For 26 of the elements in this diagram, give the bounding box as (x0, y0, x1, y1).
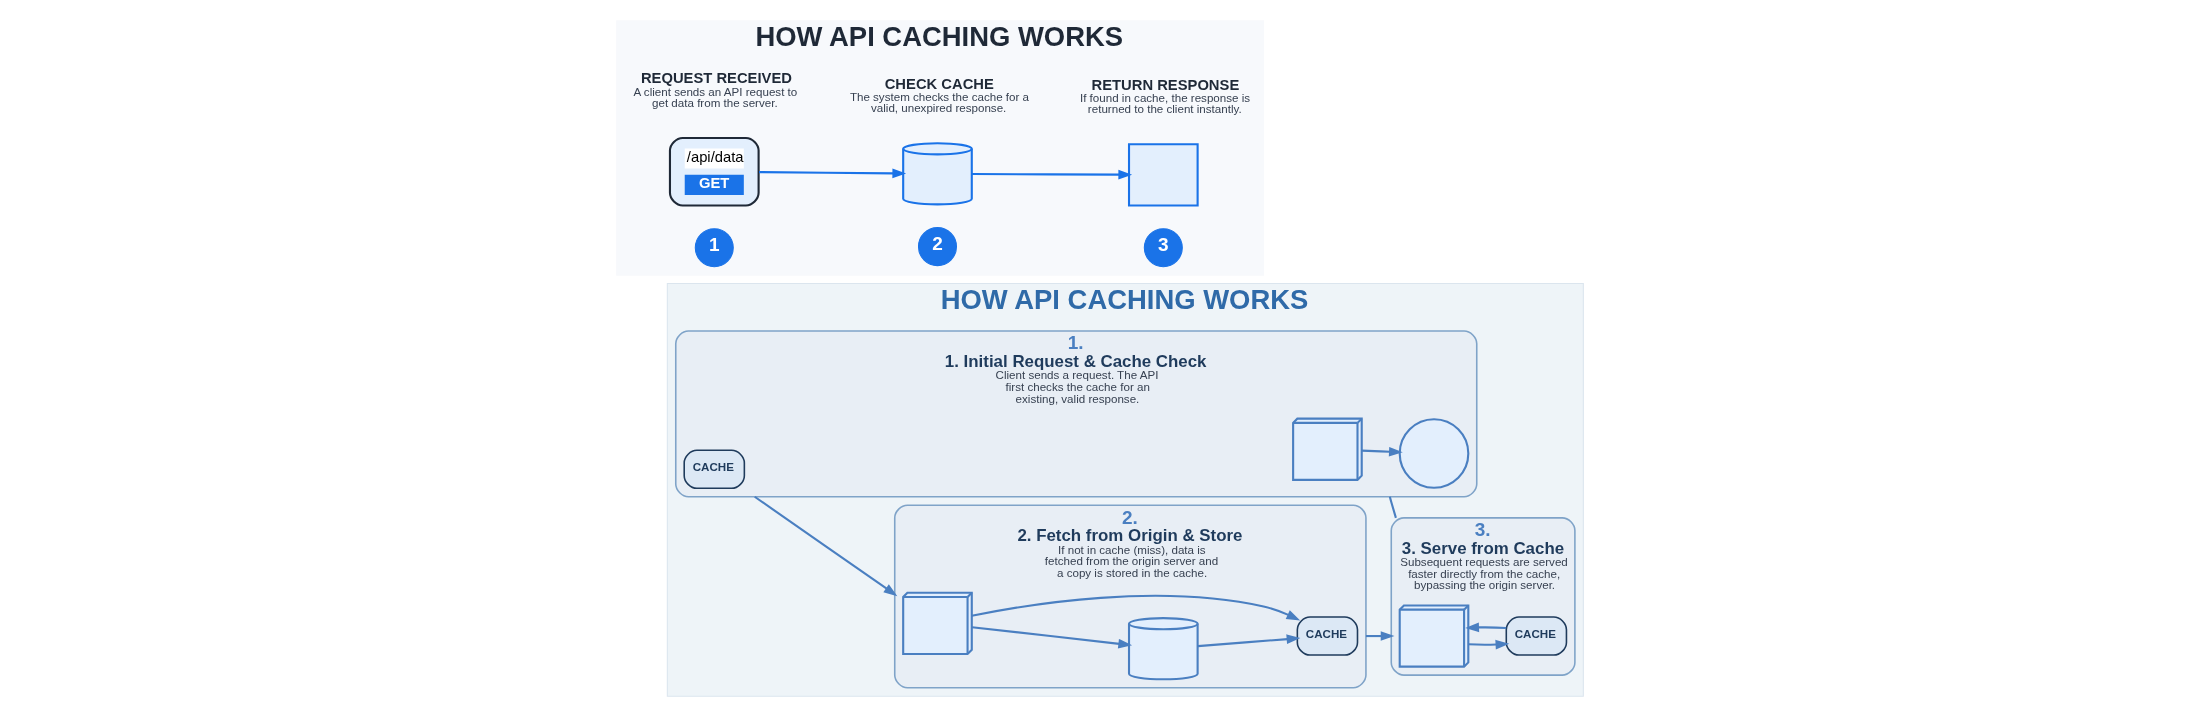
arrow (1365, 631, 1395, 641)
node-label: A client sends an API request to get data from the server. (633, 84, 798, 110)
connector (1388, 496, 1397, 519)
arrow (1468, 639, 1510, 650)
node-window (1127, 143, 1199, 207)
arrow (1197, 634, 1301, 648)
node-circle: 3 (1143, 228, 1183, 268)
node-box: CACHE (683, 449, 746, 490)
node-box: /api/data GET (668, 136, 760, 207)
node-circle: 1 (694, 228, 734, 268)
arrow (972, 169, 1133, 180)
arrow (754, 495, 898, 597)
node-box: CACHE (1296, 616, 1359, 656)
node-label: CHECK CACHE (884, 75, 994, 92)
node-label: RETURN RESPONSE (1091, 76, 1240, 93)
node-label: If found in cache, the response is returned to the client instantly. (1079, 90, 1251, 116)
arrow (971, 594, 1301, 621)
arrow (971, 626, 1133, 649)
arrow (759, 168, 907, 179)
arrow (1361, 446, 1403, 457)
node-label: The system checks the cache for a valid, unexpired response. (849, 89, 1030, 115)
node-circle: 2 (917, 227, 957, 267)
node-box: CACHE (1505, 616, 1568, 656)
node-label: REQUEST RECEIVED (640, 70, 792, 87)
node-magnifier (1398, 418, 1470, 489)
arrow (1465, 622, 1507, 633)
